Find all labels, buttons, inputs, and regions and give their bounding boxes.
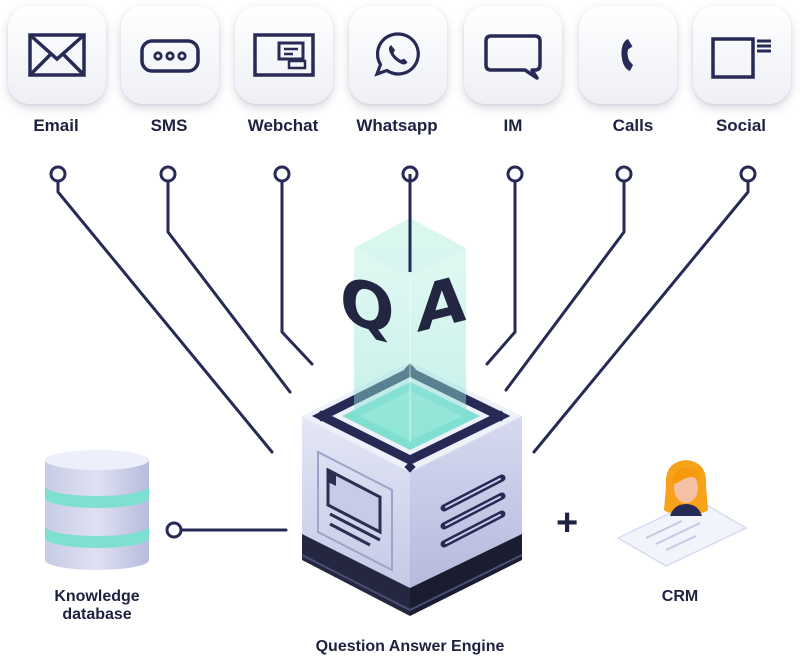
knowledge-label-line2: database	[62, 606, 132, 623]
social-node	[739, 165, 757, 183]
database-icon	[45, 450, 149, 570]
calls-tile[interactable]	[579, 6, 677, 104]
im-tile[interactable]	[464, 6, 562, 104]
engine-label: Question Answer Engine	[315, 638, 505, 655]
knowledge-node	[165, 521, 183, 539]
email-node	[49, 165, 67, 183]
social-tile[interactable]	[693, 6, 791, 104]
channel-label-email: Email	[33, 116, 79, 135]
qa-letter-a: A	[417, 261, 467, 349]
qa-letter-q: Q	[340, 263, 395, 351]
crm-card-icon	[616, 460, 748, 567]
channel-label-im: IM	[503, 116, 523, 135]
whatsapp-tile[interactable]	[349, 6, 447, 104]
webchat-tile[interactable]	[235, 6, 333, 104]
channel-label-whatsapp: Whatsapp	[356, 116, 438, 135]
knowledge-label-line1: Knowledge	[54, 588, 140, 605]
channel-label-sms: SMS	[150, 116, 188, 135]
channel-label-social: Social	[715, 116, 767, 135]
sms-node	[159, 165, 177, 183]
webchat-wire	[280, 172, 314, 366]
sms-wire	[166, 172, 292, 394]
webchat-icon	[253, 33, 315, 77]
sms-tile[interactable]	[121, 6, 219, 104]
knowledge-label: Knowledge database	[22, 588, 172, 624]
email-icon	[28, 33, 86, 77]
calls-wire	[504, 172, 626, 392]
phone-icon	[621, 39, 633, 71]
plus-sign: +	[556, 502, 579, 544]
im-icon	[484, 34, 542, 80]
im-wire	[485, 172, 517, 366]
email-tile[interactable]	[8, 6, 106, 104]
sms-icon	[140, 39, 200, 73]
channel-label-webchat: Webchat	[247, 116, 319, 135]
webchat-node	[273, 165, 291, 183]
calls-node	[615, 165, 633, 183]
channel-label-calls: Calls	[612, 116, 654, 135]
crm-label: CRM	[661, 588, 699, 605]
whatsapp-icon	[374, 32, 420, 77]
im-node	[506, 165, 524, 183]
social-icon	[711, 37, 771, 79]
